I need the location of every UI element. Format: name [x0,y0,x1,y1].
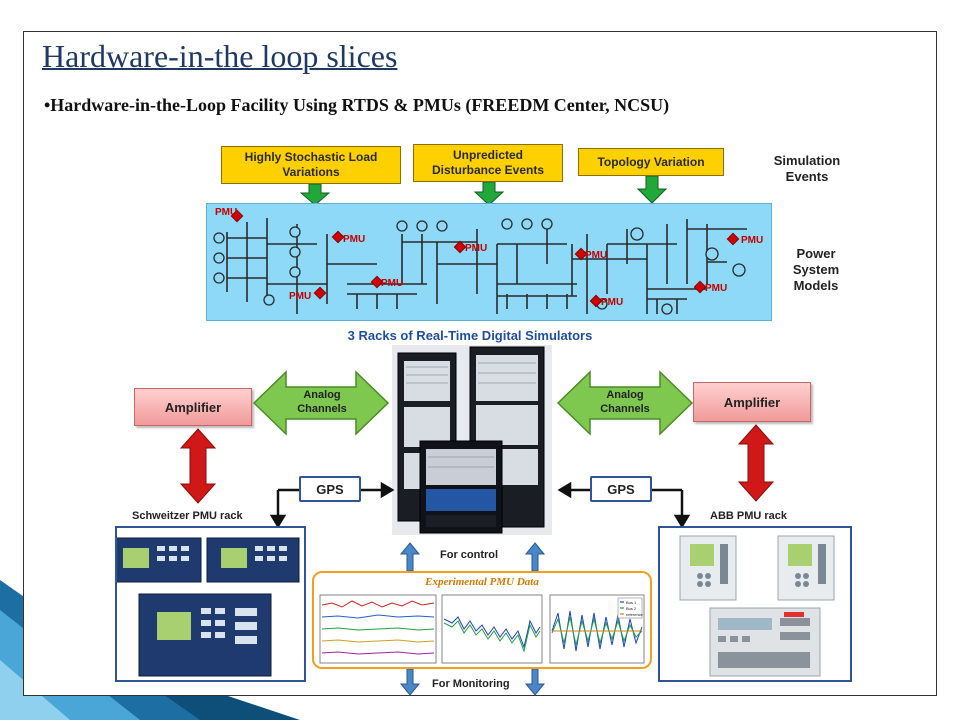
plot-legend-bus2: Bus 2 [626,606,637,611]
analog-channels-left-label: Analog Channels [282,388,362,416]
simulation-events-line2: Events [785,169,829,184]
red-double-arrow-left [180,428,216,504]
down-arrow-icon [300,184,330,206]
abb-label: ABB PMU rack [710,510,788,522]
power-system-line2: System [792,262,840,277]
pmu-label: PMU [215,207,237,218]
pmu-label: PMU [585,250,607,261]
analog-left-line1: Analog [303,389,341,401]
plot-legend-reference: reference [626,612,644,617]
amplifier-right-label: Amplifier [723,394,781,410]
gps-left-label: GPS [316,481,344,497]
pmu-label: PMU [705,283,727,294]
for-monitoring-label: For Monitoring [432,678,510,690]
event-disturbance: Unpredicted Disturbance Events [413,144,563,182]
red-double-arrow-right [738,424,774,502]
pmu-label: PMU [741,235,763,246]
event-load-line1: Highly Stochastic Load [244,150,378,164]
power-system-line3: Models [793,278,839,293]
analog-channels-arrow-right [556,370,694,436]
bullet-text: •Hardware-in-the-Loop Facility Using RTD… [44,95,670,115]
simulation-events-line1: Simulation [773,153,841,168]
pmu-data-panel: Experimental PMU Data [312,571,652,669]
gps-right-label: GPS [607,481,635,497]
event-load-variations: Highly Stochastic Load Variations [221,146,401,184]
pmu-label: PMU [465,243,487,254]
event-disturbance-line1: Unpredicted [452,148,523,162]
analog-right-line1: Analog [606,389,644,401]
event-disturbance-line2: Disturbance Events [431,163,545,177]
power-system-diagram: PMU PMU PMU PMU PMU PMU PMU PMU PMU [213,207,763,315]
schweitzer-label: Schweitzer PMU rack [132,510,243,522]
pmu-label: PMU [601,297,623,308]
power-system-panel: PMU PMU PMU PMU PMU PMU PMU PMU PMU [206,203,772,321]
power-system-line1: Power [796,246,836,261]
down-arrow-icon [474,182,504,206]
amplifier-left: Amplifier [134,388,252,426]
page-title: Hardware-in-the loop slices [42,38,398,74]
event-topology-line1: Topology Variation [597,154,705,169]
rtds-racks-image [392,345,552,535]
amplifier-left-label: Amplifier [164,399,222,415]
pmu-label: PMU [343,234,365,245]
power-system-label: Power System Models [770,246,862,294]
gps-right: GPS [590,476,652,502]
pmu-data-title: Experimental PMU Data [425,576,539,588]
analog-channels-right-label: Analog Channels [585,388,665,416]
analog-right-line2: Channels [600,403,650,415]
for-control-label: For control [440,549,499,561]
abb-rack [658,526,852,682]
analog-left-line2: Channels [297,403,347,415]
plot-legend-bus1: Bus 1 [626,600,637,605]
gps-connectors [270,481,690,528]
analog-channels-arrow-left [252,370,390,436]
pmu-data-plots: Bus 1 Bus 2 reference [319,594,645,664]
schweitzer-devices-image [108,537,300,677]
pmu-label: PMU [381,278,403,289]
abb-devices-image [679,535,835,677]
amplifier-right: Amplifier [693,382,811,422]
pmu-label: PMU [289,291,311,302]
down-arrow-icon [637,176,667,204]
monitoring-arrows [400,668,546,696]
simulation-events-label: Simulation Events [752,153,862,185]
schweitzer-rack [108,526,306,682]
gps-left: GPS [299,476,361,502]
event-topology: Topology Variation [578,148,724,176]
rtds-title: 3 Racks of Real-Time Digital Simulators [347,328,593,343]
event-load-line2: Variations [282,165,340,179]
